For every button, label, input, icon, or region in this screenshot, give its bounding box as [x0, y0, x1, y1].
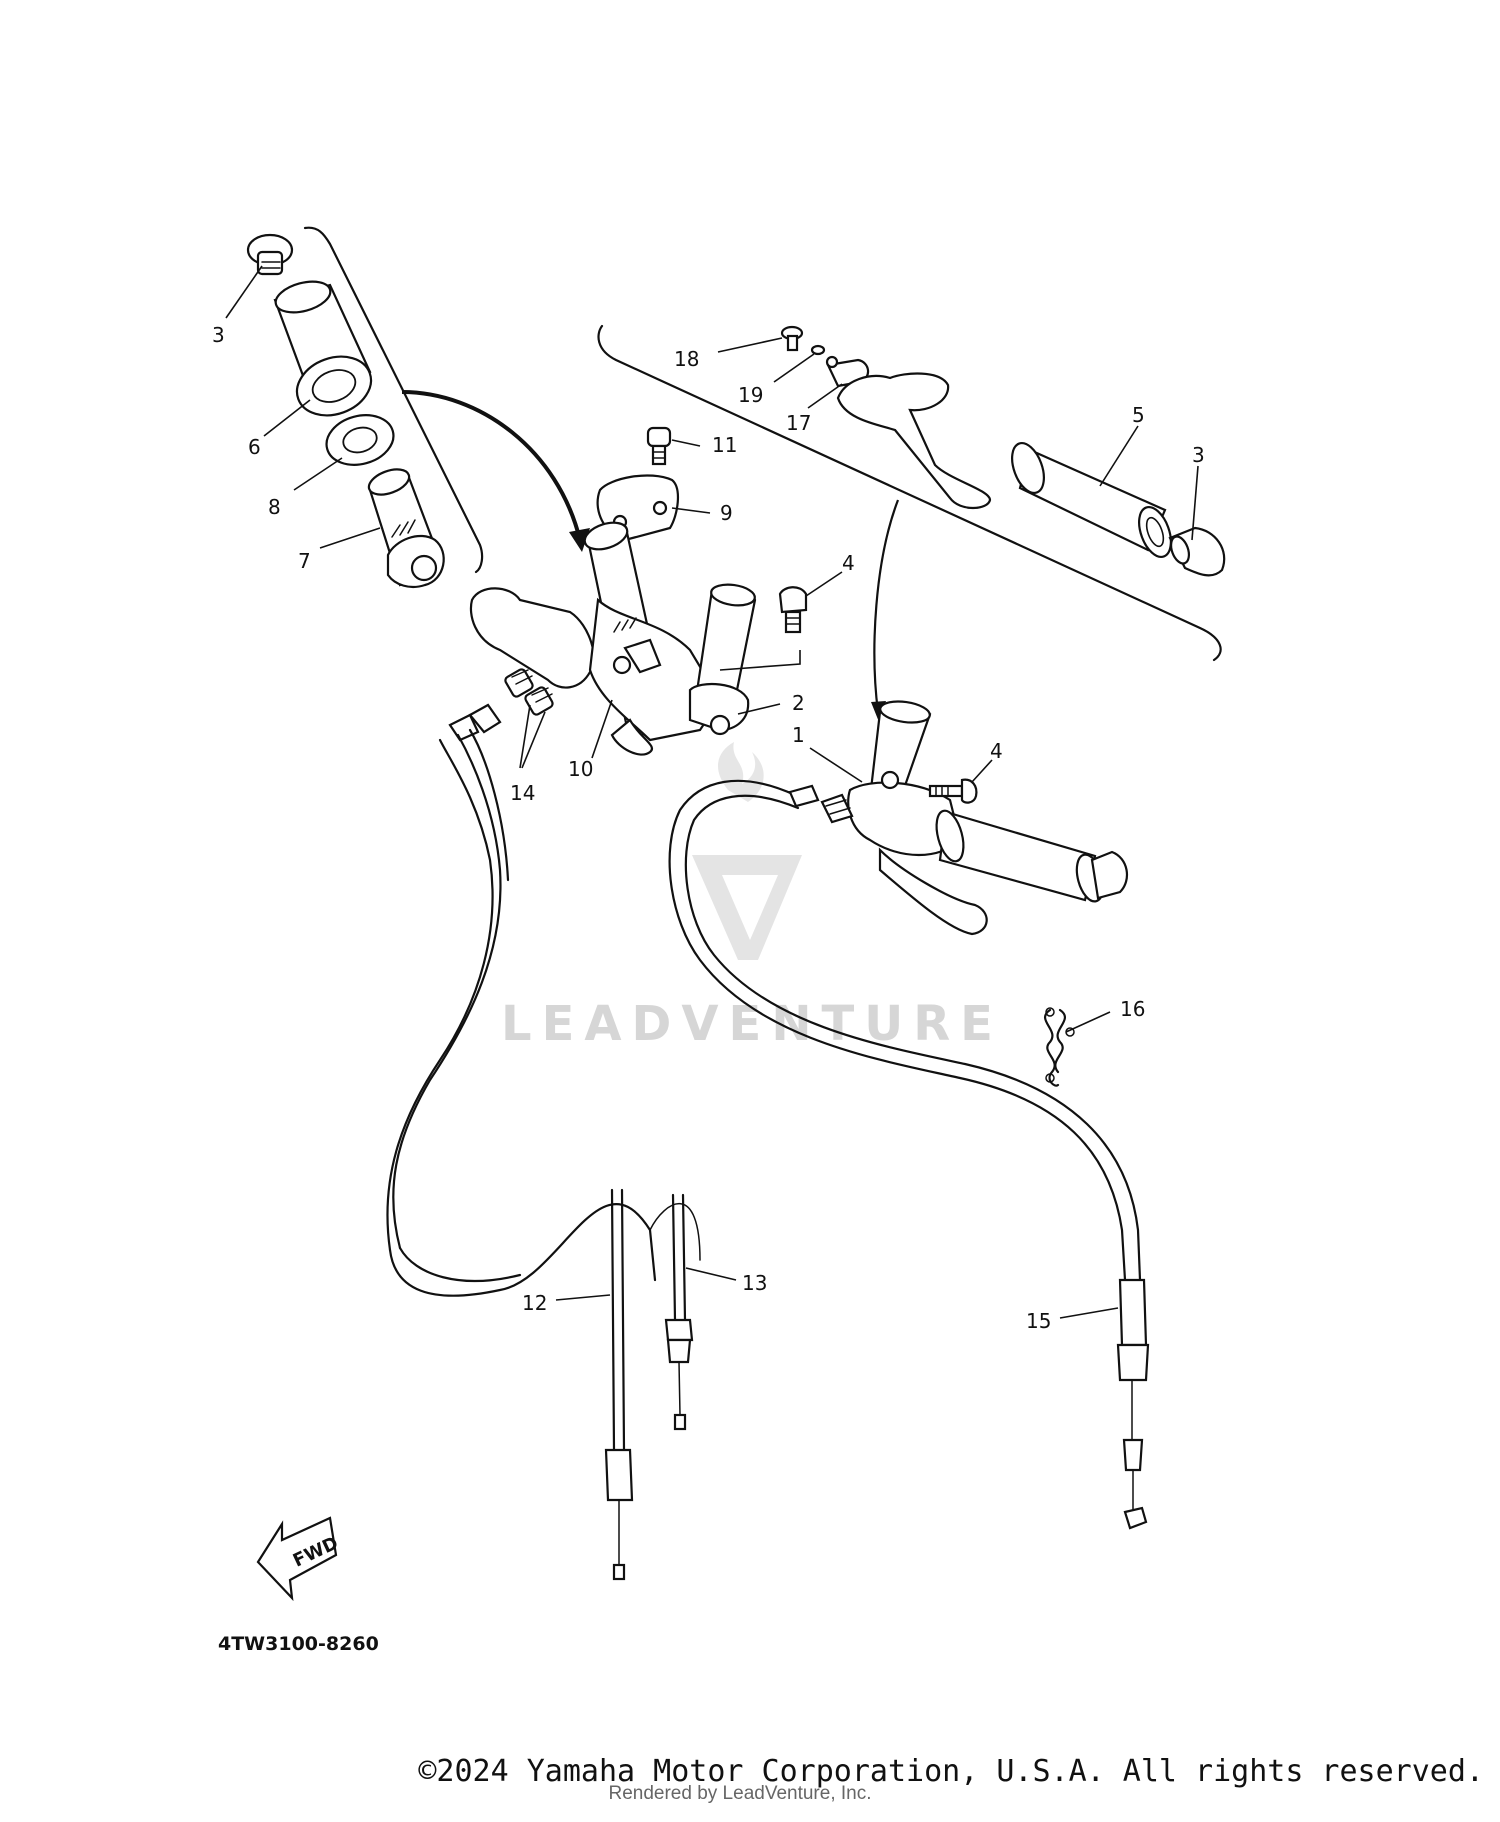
bolt-4-upper: [778, 586, 808, 634]
clutch-lever: [836, 372, 992, 510]
screw-18: [780, 325, 804, 352]
cable-adjusters-14: [504, 668, 554, 716]
assembly-arrow-left: [401, 390, 590, 552]
grip-end-cap-right: [1168, 526, 1226, 577]
callout-2: 2: [792, 691, 805, 715]
leader-lines: [225, 265, 1199, 1319]
right-panel-border: [597, 324, 1222, 662]
copyright-notice: ©2024 Yamaha Motor Corporation, U.S.A. A…: [418, 1754, 1484, 1789]
callout-1: 1: [792, 723, 805, 747]
throttle-cables: [386, 703, 701, 1581]
callout-14: 14: [510, 781, 535, 805]
cable-clip-16: [1044, 1007, 1075, 1087]
throttle-sleeve: [367, 468, 445, 589]
washer: [325, 414, 395, 466]
callout-16: 16: [1120, 997, 1145, 1021]
callout-8: 8: [268, 495, 281, 519]
clutch-lever-assembly: [788, 700, 1129, 936]
callout-15: 15: [1026, 1309, 1051, 1333]
callout-17: 17: [786, 411, 811, 435]
left-grip: [273, 280, 373, 417]
washer-19: [810, 344, 826, 356]
callout-11: 11: [712, 433, 737, 457]
callout-numbers: 3 6 8 7 18 19 17 5 3 11 9 4 2 1 4 10 14 …: [212, 323, 1205, 1333]
callout-3-right: 3: [1192, 443, 1205, 467]
clutch-cable: [668, 779, 1150, 1530]
callout-7: 7: [298, 549, 311, 573]
callout-12: 12: [522, 1291, 547, 1315]
callout-19: 19: [738, 383, 763, 407]
callout-4-lower: 4: [990, 739, 1003, 763]
rendered-by-notice: Rendered by LeadVenture, Inc.: [608, 1783, 872, 1804]
left-panel-border: [303, 226, 484, 574]
right-grip: [1011, 442, 1172, 558]
callout-5: 5: [1132, 403, 1145, 427]
leadventure-watermark: LEADVENTURE: [501, 742, 1003, 1052]
callout-3-left: 3: [212, 323, 225, 347]
watermark-text: LEADVENTURE: [501, 996, 1003, 1052]
callout-18: 18: [674, 347, 699, 371]
assembly-arrow-right: [871, 499, 900, 722]
throttle-assembly: [469, 521, 801, 756]
diagram-code: 4TW3100-8260: [218, 1633, 379, 1655]
bolt-11: [646, 426, 672, 466]
grip-end-cap-left: [246, 233, 294, 276]
forward-arrow: FWD: [256, 1516, 341, 1602]
callout-6: 6: [248, 435, 261, 459]
callout-13: 13: [742, 1271, 767, 1295]
callout-4-upper: 4: [842, 551, 855, 575]
callout-10: 10: [568, 757, 593, 781]
callout-9: 9: [720, 501, 733, 525]
bolt-4-lower: [928, 778, 978, 804]
